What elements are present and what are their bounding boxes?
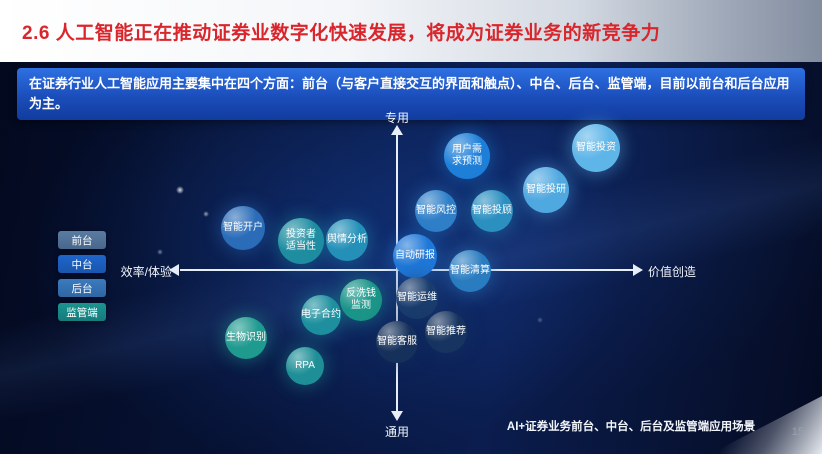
bubble-label: 智能客服 bbox=[377, 336, 417, 347]
axis-arrow-down-icon bbox=[391, 411, 403, 421]
bubble-account-opening: 智能开户 bbox=[221, 206, 265, 250]
bubble-label: 用户需 bbox=[452, 144, 482, 155]
bubble-label: 智能投资 bbox=[576, 142, 616, 153]
subtitle-bar: 在证券行业人工智能应用主要集中在四个方面：前台（与客户直接交互的界面和触点）、中… bbox=[17, 68, 805, 120]
bubble-auto-report: 自动研报 bbox=[393, 234, 437, 278]
bubble-label: 智能投顾 bbox=[472, 205, 512, 216]
x-axis-left-label: 效率/体验 bbox=[120, 265, 172, 279]
bubble-label: 生物识别 bbox=[226, 332, 266, 343]
axis-arrow-up-icon bbox=[391, 125, 403, 135]
bubble-biometric-id: 生物识别 bbox=[225, 317, 267, 359]
legend-item-regulator: 监管端 bbox=[58, 303, 106, 321]
bubble-label: 投资者 bbox=[286, 229, 316, 240]
legend-item-back-office: 后台 bbox=[58, 279, 106, 297]
bubble-label: 自动研报 bbox=[395, 250, 435, 261]
vertical-axis-line bbox=[396, 134, 398, 412]
bubble-label: 智能投研 bbox=[526, 184, 566, 195]
bubble-rpa: RPA bbox=[286, 347, 324, 385]
bubble-label: 反洗钱 bbox=[346, 288, 376, 299]
bubble-label: 智能运维 bbox=[397, 292, 437, 303]
bubble-smart-risk-control: 智能风控 bbox=[415, 190, 457, 232]
bubble-label: 求预测 bbox=[452, 156, 482, 167]
bubble-smart-customer-service: 智能客服 bbox=[376, 321, 418, 363]
chart-caption: AI+证券业务前台、中台、后台及监管端应用场景 bbox=[506, 421, 756, 433]
legend-item-front-office: 前台 bbox=[58, 231, 106, 249]
bubble-smart-recommendation: 智能推荐 bbox=[425, 311, 467, 353]
bubble-smart-investment: 智能投资 bbox=[572, 124, 620, 172]
bubble-label: 适当性 bbox=[286, 241, 316, 252]
bubble-smart-clearing: 智能清算 bbox=[449, 250, 491, 292]
bubble-user-demand-forecast: 用户需求预测 bbox=[444, 133, 490, 179]
chart-legend: 前台中台后台监管端 bbox=[58, 231, 106, 321]
x-axis-right-label: 价值创造 bbox=[648, 265, 697, 279]
bubble-label: 电子合约 bbox=[301, 309, 341, 320]
bubble-label: 智能推荐 bbox=[426, 326, 466, 337]
bubble-smart-ops: 智能运维 bbox=[396, 277, 438, 319]
bubble-label: 智能风控 bbox=[416, 205, 456, 216]
legend-item-middle-office: 中台 bbox=[58, 255, 106, 273]
axis-arrow-right-icon bbox=[633, 264, 643, 276]
bubble-label: 智能开户 bbox=[223, 222, 263, 233]
axis-arrow-left-icon bbox=[169, 264, 179, 276]
bubble-label: 监测 bbox=[351, 300, 371, 311]
bubble-aml-monitoring: 反洗钱监测 bbox=[340, 279, 382, 321]
bubble-label: 舆情分析 bbox=[327, 234, 367, 245]
bubble-smart-advisor: 智能投顾 bbox=[471, 190, 513, 232]
y-axis-bottom-label: 通用 bbox=[384, 425, 409, 439]
slide-title: 2.6 人工智能正在推动证券业数字化快速发展，将成为证券业务的新竞争力 bbox=[22, 22, 661, 44]
title-band: 2.6 人工智能正在推动证券业数字化快速发展，将成为证券业务的新竞争力 bbox=[0, 0, 822, 62]
y-axis-top-label: 专用 bbox=[384, 111, 409, 125]
bubble-e-contract: 电子合约 bbox=[301, 295, 341, 335]
bubble-investor-suitability: 投资者适当性 bbox=[278, 218, 324, 264]
bubble-smart-research: 智能投研 bbox=[523, 167, 569, 213]
bubble-sentiment-analysis: 舆情分析 bbox=[326, 219, 368, 261]
bubble-label: 智能清算 bbox=[450, 265, 490, 276]
subtitle-text: 在证券行业人工智能应用主要集中在四个方面：前台（与客户直接交互的界面和触点）、中… bbox=[29, 76, 790, 111]
page-number: 15 bbox=[791, 426, 804, 438]
bubble-label: RPA bbox=[295, 360, 315, 371]
